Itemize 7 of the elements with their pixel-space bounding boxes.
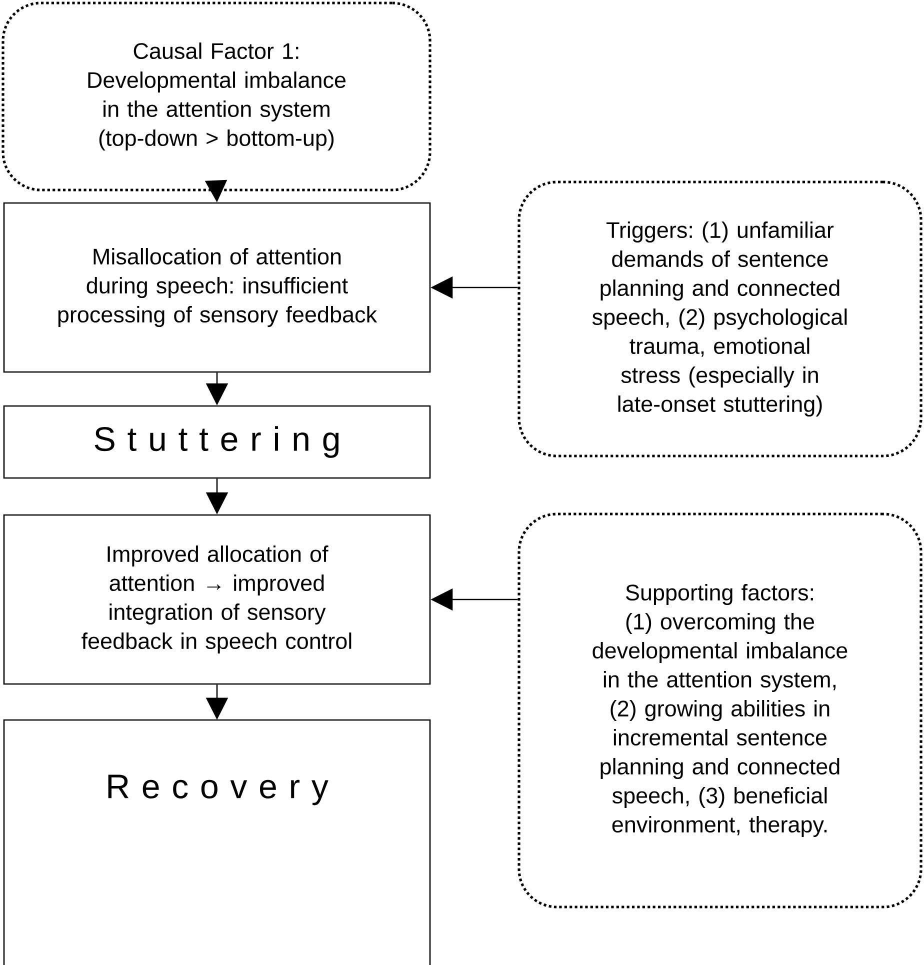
rounded-dotted-box: Causal Factor 1: Developmental imbalance in the attention system (top-down > bottom-up) <box>2 2 432 192</box>
rounded-dotted-box: Triggers: (1) unfamiliar demands of sentence planning and connected speech, (2) psychological trauma, emotional stress (especially in late-onset stuttering) <box>518 180 922 458</box>
rounded-dotted-box: Supporting factors: (1) overcoming the developmental imbalance in the attention system, (2) growing abilities in incremental sentence planning and connected speech, (3) beneficial environment, therapy. <box>518 512 922 908</box>
process-box: R e c o v e r y <box>3 719 431 965</box>
process-box: Improved allocation of attention → improved integration of sensory feedback in speech control <box>3 514 431 685</box>
process-box: Misallocation of attention during speech: insufficient processing of sensory feedback <box>3 202 431 373</box>
process-box: S t u t t e r i n g <box>3 405 431 479</box>
